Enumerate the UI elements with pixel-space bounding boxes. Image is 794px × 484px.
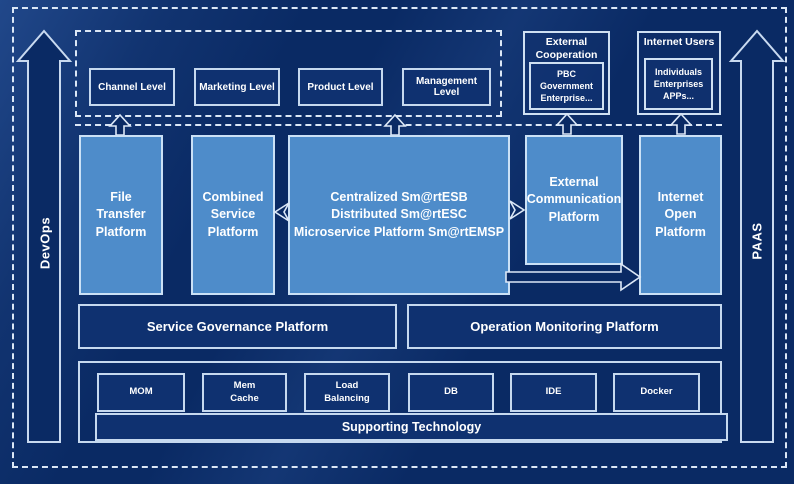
supporting-technology-group	[78, 361, 722, 443]
external-cooperation-title: External Cooperation	[535, 36, 598, 62]
esb-esc-emsp-platform: Centralized Sm@rtESB Distributed Sm@rtES…	[288, 135, 510, 295]
internet-users-members: Individuals Enterprises APPs...	[644, 58, 713, 110]
internet-open-platform: Internet Open Platform	[639, 135, 722, 295]
level-box-channel: Channel Level	[89, 68, 175, 106]
tech-box-load-balancing: Load Balancing	[304, 373, 390, 412]
tech-box-mom: MOM	[97, 373, 185, 412]
level-box-product: Product Level	[298, 68, 383, 106]
supporting-technology-bar: Supporting Technology	[95, 413, 728, 441]
paas-label: PAAS	[749, 222, 765, 260]
file-transfer-platform: File Transfer Platform	[79, 135, 163, 295]
right-dart-arrow-icon	[509, 200, 526, 220]
internet-users-title: Internet Users	[643, 36, 715, 48]
level-box-management: Management Level	[402, 68, 491, 106]
up-arrow-icon	[383, 113, 407, 136]
up-arrow-icon	[669, 112, 693, 135]
tech-box-ide: IDE	[510, 373, 597, 412]
external-cooperation-members: PBC Government Enterprise...	[529, 62, 604, 110]
tech-box-docker: Docker	[613, 373, 700, 412]
up-arrow-icon	[108, 113, 132, 136]
devops-label: DevOps	[37, 216, 53, 270]
combined-service-platform: Combined Service Platform	[191, 135, 275, 295]
level-box-marketing: Marketing Level	[194, 68, 280, 106]
tech-box-db: DB	[408, 373, 494, 412]
business-levels-group	[75, 30, 502, 117]
devops-arrow-icon	[15, 29, 73, 443]
up-arrow-icon	[555, 112, 579, 135]
paas-arrow-icon	[728, 29, 786, 443]
tech-box-mem-cache: Mem Cache	[202, 373, 287, 412]
service-governance-platform: Service Governance Platform	[78, 304, 397, 349]
long-right-arrow-icon	[505, 262, 642, 292]
external-communication-platform: External Communication Platform	[525, 135, 623, 265]
operation-monitoring-platform: Operation Monitoring Platform	[407, 304, 722, 349]
outer-boundary	[12, 7, 787, 468]
left-dart-arrow-icon	[273, 202, 290, 222]
